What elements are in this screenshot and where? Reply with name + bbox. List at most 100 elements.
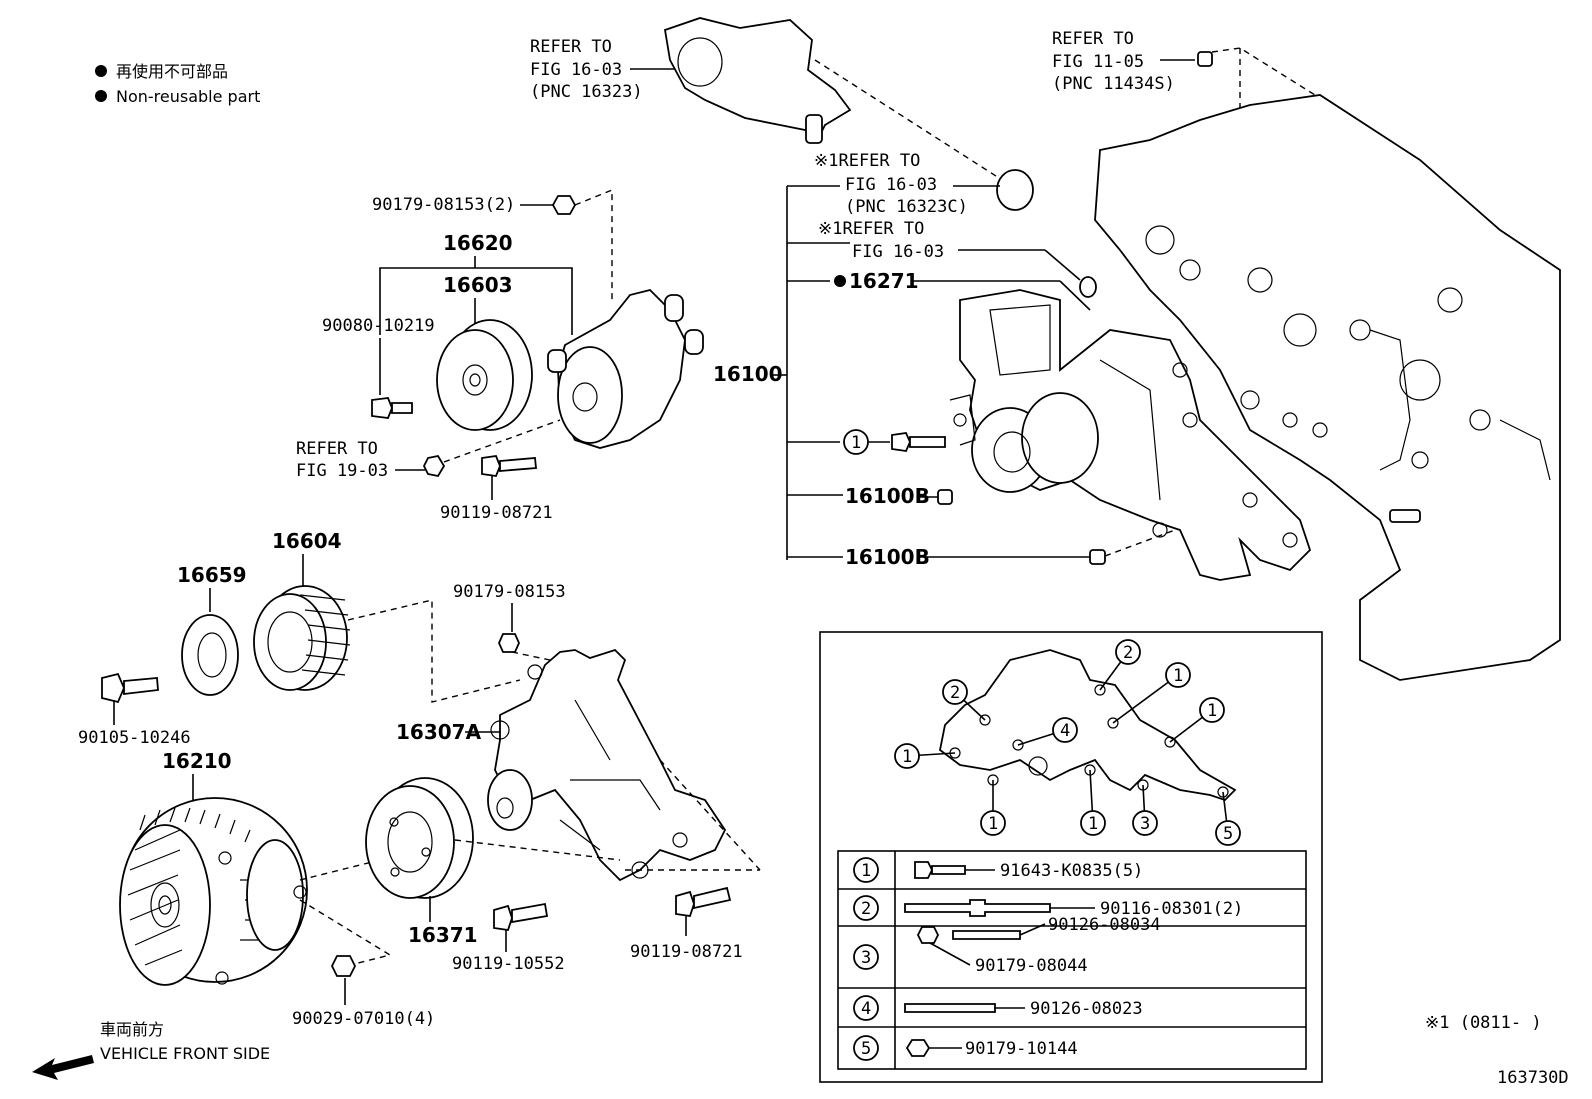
part-16210[interactable]: 16210 [162, 749, 232, 773]
part-90029-07010-4[interactable]: 90029-07010(4) [292, 1009, 435, 1029]
inset-callout-1[interactable]: 1 [980, 810, 1006, 836]
ref-fig-16-03-b[interactable]: ※1REFER TO FIG 16-03 (PNC 16323C) [814, 151, 1000, 217]
inset-callout-1[interactable]: 1 [1199, 697, 1225, 723]
inset-callout-label: 1 [1088, 814, 1098, 834]
bolt-part-number[interactable]: 91643-K0835(5) [1000, 861, 1143, 881]
ref-line-3: (PNC 16323C) [845, 197, 968, 217]
inset-callout-label: 2 [1123, 643, 1133, 663]
ref-line-2: FIG 16-03 [852, 242, 944, 262]
inset-callout-3[interactable]: 3 [1132, 810, 1158, 836]
part-90119-08721-a[interactable]: 90119-08721 [440, 503, 553, 523]
nut-icon [905, 1039, 931, 1057]
part-90080-10219[interactable]: 90080-10219 [322, 316, 435, 336]
bolt-icon [675, 886, 732, 917]
inset-callout-1[interactable]: 1 [894, 743, 920, 769]
nut-icon [551, 195, 577, 215]
svg-text:1: 1 [851, 433, 861, 453]
diagram-id: 163730D [1497, 1068, 1569, 1088]
inset-callout-2[interactable]: 2 [942, 679, 968, 705]
water-pump-icon [949, 289, 1312, 581]
row-key-circle [853, 944, 879, 970]
callout-16100-tree [772, 185, 850, 560]
part-16100B-a[interactable]: 16100B [845, 484, 930, 508]
part-16271[interactable]: 16271 [849, 269, 919, 293]
ref-line-2: FIG 19-03 [296, 461, 388, 481]
ref-line-2: FIG 16-03 [530, 60, 622, 80]
non-reusable-bullet-icon [834, 275, 846, 287]
part-90179-08153-2[interactable]: 90179-08153(2) [372, 195, 515, 215]
bolt-table-row[interactable]: 4 90126-08023 [853, 995, 1143, 1021]
part-16603[interactable]: 16603 [443, 273, 513, 297]
bolt-icon [481, 455, 537, 477]
idler-pulley-icon [436, 319, 533, 431]
leader-line [1112, 674, 1179, 724]
inset-callout-label: 2 [950, 683, 960, 703]
legend-jp: 再使用不可部品 [116, 62, 228, 81]
row-key-circle [853, 895, 879, 921]
ref-line-1: REFER TO [1052, 29, 1134, 49]
bolt-table-row[interactable]: 2 90116-08301(2) [853, 895, 1243, 921]
inset-callout-1[interactable]: 1 [1165, 662, 1191, 688]
bolt-icon [493, 902, 549, 931]
part-16659[interactable]: 16659 [177, 563, 247, 587]
inset-callout-2[interactable]: 2 [1115, 639, 1141, 665]
part-16100[interactable]: 16100 [713, 362, 783, 386]
part-90105-10246[interactable]: 90105-10246 [78, 728, 191, 748]
ref-fig-16-03-a[interactable]: REFER TO FIG 16-03 (PNC 16323) [530, 37, 680, 102]
bolt-table-row[interactable]: 5 90179-10144 [853, 1035, 1078, 1061]
part-16100B-b[interactable]: 16100B [845, 545, 930, 569]
ref-line-1: ※1REFER TO [814, 151, 920, 171]
part-16604[interactable]: 16604 [272, 529, 342, 553]
row-key-circle [853, 857, 879, 883]
legend: 再使用不可部品 Non-reusable part [95, 62, 260, 106]
row-key: 5 [861, 1039, 871, 1059]
bullet-icon [95, 65, 107, 77]
part-90119-08721-b[interactable]: 90119-08721 [630, 942, 743, 962]
part-90119-10552[interactable]: 90119-10552 [452, 954, 565, 974]
spacer-16659-icon [181, 614, 239, 696]
nut-icon [330, 955, 357, 977]
bolt-icon [891, 432, 946, 452]
row-key: 3 [861, 948, 871, 968]
bolt-part-number[interactable]: 90126-08023 [1030, 999, 1143, 1019]
ref-fig-16-03-c[interactable]: ※1REFER TO FIG 16-03 [818, 219, 1081, 281]
alternator-icon [119, 797, 308, 986]
row-key: 2 [861, 899, 871, 919]
inset-callout-1[interactable]: 1 [1080, 810, 1106, 836]
inset-callout-label: 3 [1140, 814, 1150, 834]
thermostat-housing-icon [663, 17, 852, 137]
nut-icon [916, 926, 940, 944]
stud-icon [904, 1003, 996, 1013]
bolt-part-number[interactable]: 90116-08301(2) [1100, 899, 1243, 919]
row-key: 4 [861, 999, 871, 1019]
row-key-circle [853, 1035, 879, 1061]
front-jp: 車両前方 [100, 1020, 164, 1039]
bolt-part-number[interactable]: 90126-08034 [1048, 915, 1161, 935]
part-90179-08153[interactable]: 90179-08153 [453, 582, 566, 602]
inset-callout-label: 1 [902, 747, 912, 767]
part-16620[interactable]: 16620 [443, 231, 513, 255]
bolt-part-number[interactable]: 90179-08044 [975, 956, 1088, 976]
footnote: ※1 (0811- ) [1425, 1013, 1542, 1033]
engine-block-icon [1094, 94, 1561, 681]
ref-line-3: (PNC 16323) [530, 82, 643, 102]
bolt-table-row[interactable]: 3 90126-08034 90179-08044 [853, 915, 1161, 976]
inset-callout-label: 5 [1223, 824, 1233, 844]
bolt-icon [371, 397, 413, 419]
stud-icon [952, 930, 1021, 940]
inset-callout-4[interactable]: 4 [1052, 717, 1078, 743]
bullet-icon [95, 90, 107, 102]
ref-fig-19-03[interactable]: REFER TO FIG 19-03 [296, 439, 425, 481]
pulley-16371-icon [365, 777, 474, 899]
inset-callout-5[interactable]: 5 [1215, 820, 1241, 846]
tensioner-icon [547, 289, 704, 449]
ref-fig-11-05[interactable]: REFER TO FIG 11-05 (PNC 11434S) [1052, 29, 1195, 94]
part-16371[interactable]: 16371 [408, 923, 478, 947]
arrow-left-icon [32, 1055, 94, 1080]
bolt-part-number[interactable]: 90179-10144 [965, 1039, 1078, 1059]
